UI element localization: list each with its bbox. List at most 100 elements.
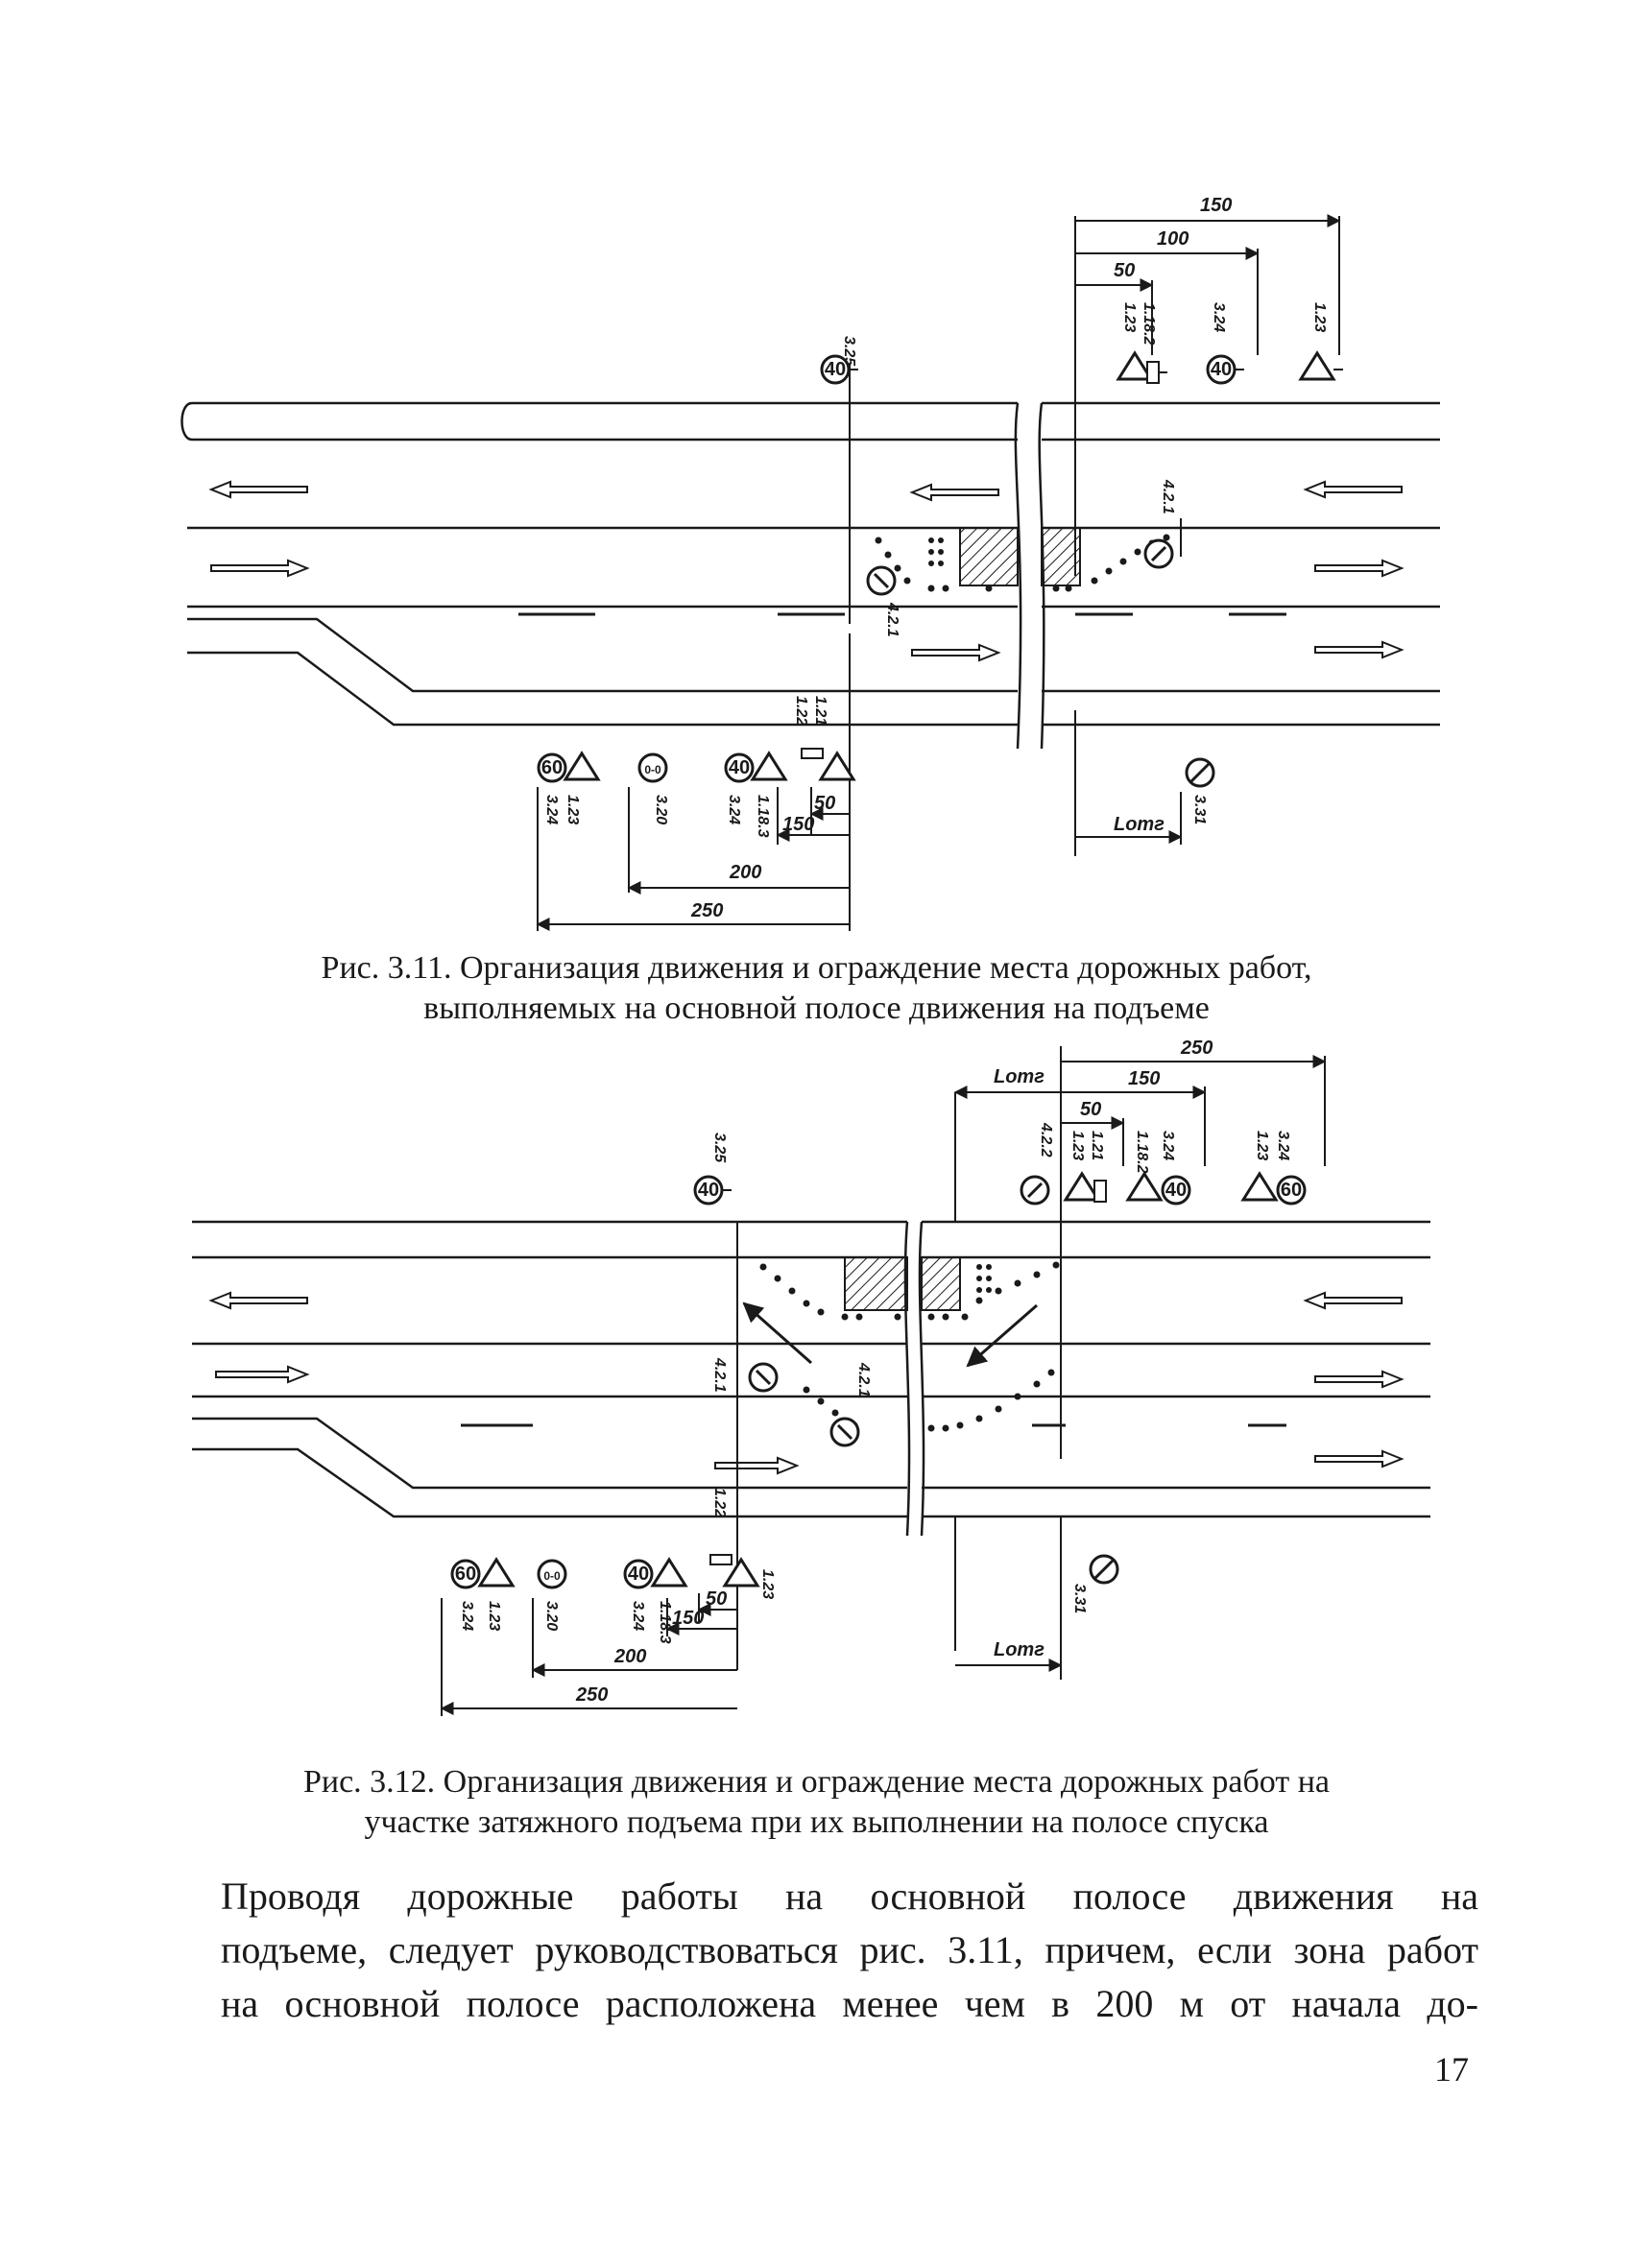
sign2-3-31: 3.31 [1071, 1554, 1119, 1613]
bottom-dimensions [536, 787, 1183, 931]
svg-text:1.23: 1.23 [1311, 302, 1328, 332]
sign-1-23-roadworks [801, 748, 856, 781]
direction-arrows [208, 480, 1405, 662]
figure-3-11: 150 100 50 40 3.25 1.23 1.18.2 40 3.24 1… [0, 173, 1633, 941]
figure-3-12: 250 150 50 Lотг 40 3.25 4.2.2 1.23 1.21 … [0, 1037, 1633, 1766]
svg-text:1.23: 1.23 [1254, 1131, 1270, 1160]
dim2-bottom-250: 250 [575, 1684, 608, 1706]
reference-lines-2 [736, 1046, 1062, 1680]
figure-3-12-diagram: 250 150 50 Lотг 40 3.25 4.2.2 1.23 1.21 … [192, 1038, 1430, 1716]
dim2-l-otg-bottom: Lотг [994, 1639, 1045, 1660]
road-lines-2 [192, 1220, 1430, 1537]
sign2-3-20: 0-0 3.20 [537, 1559, 567, 1631]
svg-text:60: 60 [541, 757, 563, 778]
body-line-3: на основной полосе расположена менее чем… [221, 1982, 1478, 2025]
sign2-4-2-1-a: 4.2.1 [711, 1357, 779, 1393]
arrow-left-3 [1303, 480, 1403, 499]
sign2-1-23-3-24: 60 1.23 3.24 [1240, 1131, 1307, 1206]
dim2-bottom-200: 200 [613, 1646, 646, 1667]
svg-text:1.23: 1.23 [486, 1601, 502, 1631]
code2-1-22: 1.22 [711, 1488, 728, 1517]
svg-text:40: 40 [698, 1180, 719, 1201]
bottom-dimensions-2 [440, 1593, 1063, 1716]
arrow-right-3 [1314, 559, 1405, 578]
svg-text:1.18.3: 1.18.3 [657, 1601, 673, 1644]
sign2-3-24-40: 40 3.24 1.18.3 [623, 1557, 688, 1644]
svg-text:4.2.2: 4.2.2 [1038, 1122, 1054, 1158]
arrow-right-1 [210, 559, 310, 578]
svg-text:1.23: 1.23 [564, 795, 581, 824]
dim2-bottom-50: 50 [706, 1588, 727, 1610]
svg-text:4.2.1: 4.2.1 [855, 1362, 872, 1397]
sign2-1-18-2-3-24: 40 1.18.2 3.24 [1125, 1131, 1191, 1206]
sign-3-31: 3.31 [1185, 757, 1215, 824]
svg-text:1.18.2: 1.18.2 [1134, 1131, 1150, 1174]
figure-3-11-caption: Рис. 3.11. Организация движения и огражд… [0, 948, 1633, 1029]
arrow-right-2 [911, 643, 1001, 662]
svg-text:1.23: 1.23 [1121, 302, 1138, 332]
svg-text:3.31: 3.31 [1071, 1584, 1088, 1613]
dim-l-otg: Lотг [1114, 814, 1165, 835]
svg-text:4.2.1: 4.2.1 [711, 1357, 728, 1393]
svg-text:1.23: 1.23 [759, 1569, 776, 1599]
dim-bottom-50: 50 [814, 793, 835, 814]
dim-bottom-150: 150 [782, 814, 814, 835]
top-dimensions-2 [953, 1055, 1327, 1166]
dim-top-50: 50 [1114, 260, 1135, 281]
dim2-bottom-150: 150 [672, 1608, 704, 1629]
arrow-left-2 [909, 483, 999, 502]
svg-text:3.24: 3.24 [1275, 1131, 1291, 1160]
work-zone-right [1041, 527, 1081, 586]
sign-3-24-60: 60 3.24 1.23 [537, 751, 601, 824]
svg-text:3.24: 3.24 [543, 795, 560, 824]
work-zone-2-right [921, 1256, 961, 1311]
arrow-left-1 [208, 480, 308, 499]
body-line-2: подъеме, следует руководствоваться рис. … [221, 1928, 1478, 1971]
dim2-l-otg-top: Lотг [994, 1066, 1045, 1087]
svg-text:4.2.1: 4.2.1 [1160, 479, 1176, 514]
dim-bottom-200: 200 [729, 862, 761, 883]
arrow-right-4 [1314, 640, 1405, 659]
svg-text:40: 40 [1165, 1180, 1187, 1201]
svg-text:0-0: 0-0 [644, 763, 661, 776]
road-lines [180, 401, 1440, 750]
sign2-3-25: 40 3.25 [693, 1133, 732, 1206]
svg-text:40: 40 [729, 757, 750, 778]
svg-text:3.24: 3.24 [1160, 1131, 1176, 1160]
svg-text:40: 40 [1211, 359, 1232, 380]
sign2-4-2-1-b: 4.2.1 [829, 1362, 872, 1447]
svg-text:0-0: 0-0 [543, 1569, 561, 1583]
sign2-3-24-60: 60 3.24 1.23 [450, 1557, 516, 1631]
svg-text:60: 60 [455, 1564, 476, 1585]
svg-text:3.31: 3.31 [1191, 795, 1208, 824]
figure-3-11-diagram: 150 100 50 40 3.25 1.23 1.18.2 40 3.24 1… [180, 195, 1440, 931]
caption-line-2: выполняемых на основной полосе движения … [423, 991, 1210, 1026]
sign-4-2-1-right: 4.2.1 [1143, 479, 1176, 569]
caption-line-1: Рис. 3.11. Организация движения и огражд… [321, 950, 1312, 986]
svg-text:1.23: 1.23 [1069, 1131, 1086, 1160]
dim-top-100: 100 [1157, 228, 1189, 250]
reference-lines [849, 317, 1182, 931]
direction-arrows-2 [208, 1291, 1405, 1475]
svg-text:1.18.2: 1.18.2 [1141, 302, 1157, 346]
sign2-1-23-roadworks: 1.23 [709, 1554, 776, 1599]
page-number: 17 [1434, 2050, 1469, 2089]
svg-text:3.25: 3.25 [711, 1133, 728, 1163]
top-dimensions [1074, 214, 1341, 355]
sign-3-20: 0-0 3.20 [637, 752, 669, 824]
sign2-4-2-2: 4.2.2 [1020, 1122, 1054, 1206]
svg-text:40: 40 [825, 359, 846, 380]
svg-text:3.25: 3.25 [841, 336, 857, 367]
work-zone-2-left [844, 1256, 908, 1311]
dim2-top-50: 50 [1080, 1099, 1101, 1120]
sign-3-24-40-bottom: 40 3.24 1.18.3 [724, 751, 788, 838]
work-zone-left [959, 527, 1019, 586]
svg-text:60: 60 [1281, 1180, 1302, 1201]
svg-text:1.21: 1.21 [1089, 1131, 1105, 1160]
sign-1-23-top: 1.23 [1298, 302, 1343, 381]
dim-top-150: 150 [1200, 195, 1232, 216]
svg-text:3.24: 3.24 [459, 1601, 475, 1631]
svg-text:3.24: 3.24 [1211, 302, 1227, 332]
code-1-21: 1.21 [812, 696, 829, 726]
sign2-1-23-1-21: 1.23 1.21 [1063, 1131, 1107, 1203]
